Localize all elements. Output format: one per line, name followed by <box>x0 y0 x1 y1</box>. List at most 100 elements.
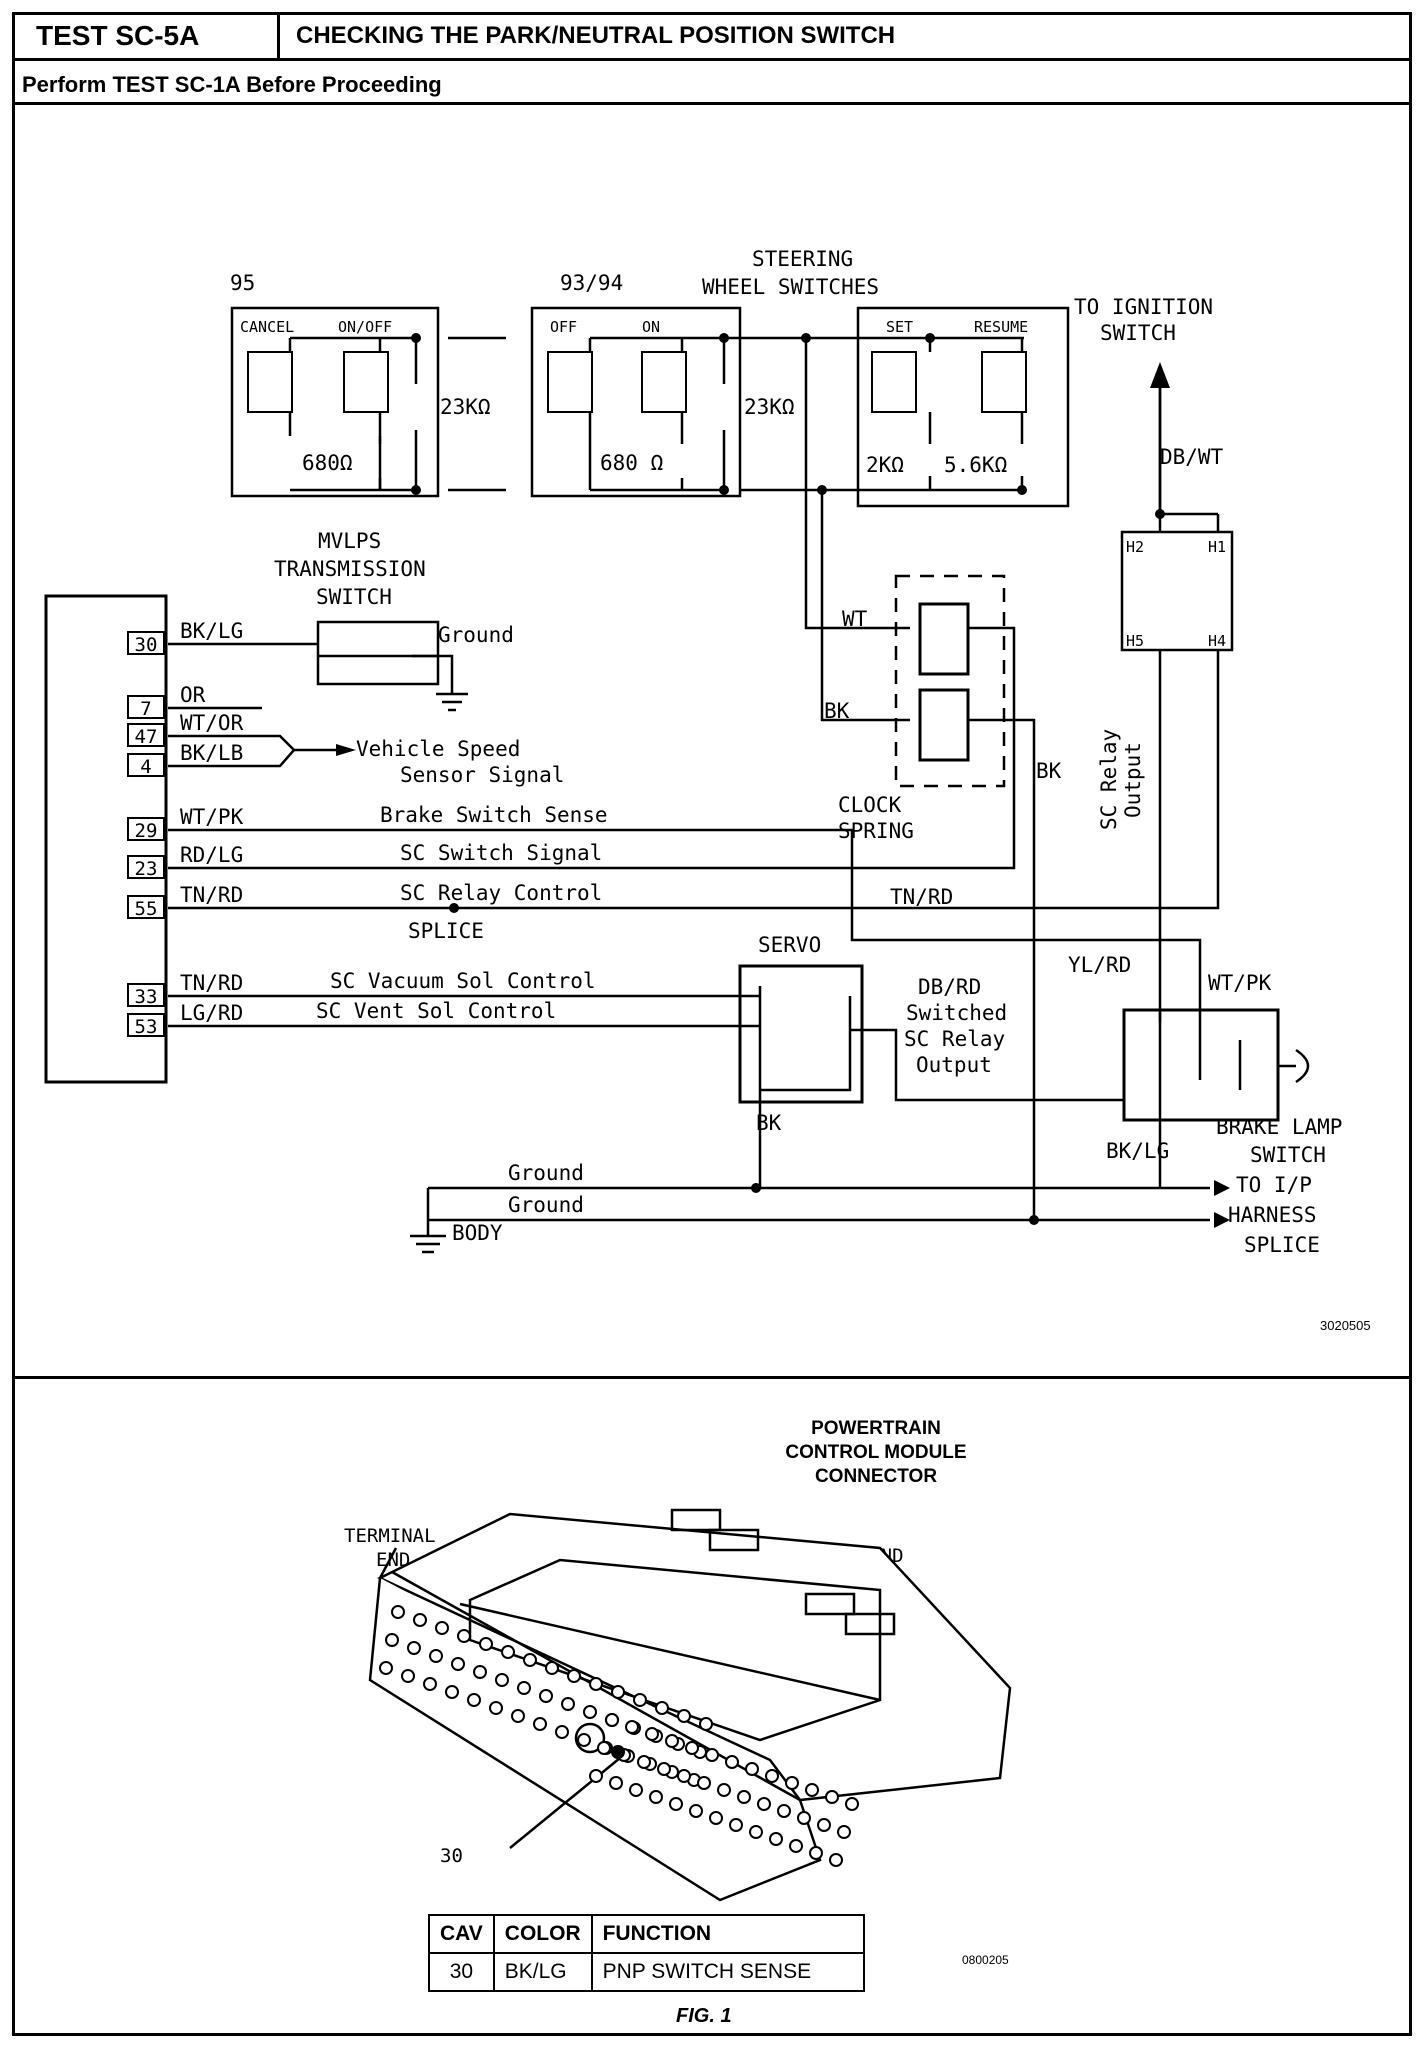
table-row: 30 BK/LG PNP SWITCH SENSE <box>428 1952 865 1992</box>
connector-title3: CONNECTOR <box>815 1466 937 1487</box>
test-title: CHECKING THE PARK/NEUTRAL POSITION SWITC… <box>296 22 896 49</box>
connector-pin <box>567 1669 581 1683</box>
relay-output-2: Output <box>1121 742 1145 818</box>
connector-pin <box>655 1701 669 1715</box>
connector-pin <box>689 1804 703 1818</box>
cavity-table: CAV COLOR FUNCTION 30 BK/LG PNP SWITCH S… <box>428 1914 865 1992</box>
section-divider <box>12 1376 1412 1379</box>
connector-pin <box>611 1745 625 1759</box>
cav-header: CAV <box>428 1914 495 1954</box>
subheader-divider <box>12 102 1412 105</box>
connector-pin <box>805 1783 819 1797</box>
connector-pins <box>379 1605 859 1867</box>
connector-pin <box>777 1804 791 1818</box>
pin-wire-color: WT/OR <box>180 711 244 735</box>
connector-pin <box>511 1709 525 1723</box>
connector-pin <box>401 1669 415 1683</box>
servo-label: SERVO <box>758 933 821 957</box>
tn-rd-label: TN/RD <box>890 885 953 909</box>
connector-pin <box>845 1797 859 1811</box>
relay-output-1: SC Relay <box>1097 729 1121 830</box>
header-divider <box>12 58 1412 61</box>
function-value: PNP SWITCH SENSE <box>590 1952 865 1992</box>
pin-box <box>127 723 165 747</box>
connector-pin <box>749 1825 763 1839</box>
connector-pin <box>785 1776 799 1790</box>
relay-h1: H1 <box>1208 538 1226 556</box>
connector-pin <box>583 1705 597 1719</box>
onoff-switch-icon <box>343 351 389 413</box>
connector-pin <box>825 1790 839 1804</box>
connector-pin <box>625 1720 639 1734</box>
db-rd-line3: SC Relay <box>904 1027 1005 1051</box>
connector-pin <box>829 1853 843 1867</box>
connector-pin <box>539 1689 553 1703</box>
pin-number: 33 <box>135 986 158 1008</box>
body-label: BODY <box>452 1221 503 1245</box>
pin-wire-color: RD/LG <box>180 843 243 867</box>
connector-pin <box>709 1811 723 1825</box>
switch-95-r1: 23KΩ <box>440 395 491 419</box>
connector-pin <box>577 1733 591 1747</box>
connector-pin <box>609 1776 623 1790</box>
pcm-connector-box <box>44 594 168 1084</box>
clock-spring-coil-2 <box>918 688 970 762</box>
terminal-label1: TERMINAL <box>344 1525 436 1547</box>
connector-pin <box>797 1811 811 1825</box>
pin-signal-label: SC Vacuum Sol Control <box>330 969 596 993</box>
connector-pin <box>391 1605 405 1619</box>
vss-line1: Vehicle Speed <box>356 737 520 761</box>
db-rd-line1: DB/RD <box>918 975 981 999</box>
clock-wt: WT <box>842 607 868 631</box>
pin-box <box>127 817 165 841</box>
sc-relay-box <box>1120 530 1234 652</box>
connector-pin <box>545 1661 559 1675</box>
connector-pin <box>501 1645 515 1659</box>
pin-number: 55 <box>135 898 158 920</box>
switch-95-label: 95 <box>230 271 255 295</box>
page-frame <box>12 12 1412 2036</box>
cavity-table-header: CAV COLOR FUNCTION <box>428 1914 865 1954</box>
connector-pin <box>423 1677 437 1691</box>
connector-pin <box>385 1633 399 1647</box>
ignition-arrow-icon <box>1150 362 1170 388</box>
pin-number: 53 <box>135 1016 158 1038</box>
pin-wire-color: TN/RD <box>180 883 243 907</box>
pin-box <box>127 695 165 719</box>
cancel-switch-icon <box>247 351 293 413</box>
pin-number: 23 <box>135 858 158 880</box>
pin-box <box>127 753 165 777</box>
connector-pin <box>737 1790 751 1804</box>
terminal-label2: END <box>376 1549 410 1571</box>
connector-pin <box>561 1697 575 1711</box>
connector-pin <box>685 1741 699 1755</box>
pin-number: 4 <box>140 756 151 778</box>
pin-signal-label: Brake Switch Sense <box>380 803 608 827</box>
pin-signal-label: SC Vent Sol Control <box>316 999 556 1023</box>
connector-pin <box>445 1685 459 1699</box>
pin-box <box>127 1013 165 1037</box>
pin-number: 29 <box>135 820 158 842</box>
steering-line2: WHEEL SWITCHES <box>702 275 879 299</box>
connector-pin <box>765 1769 779 1783</box>
off-switch-icon <box>547 351 593 413</box>
pin-wire-color: TN/RD <box>180 971 243 995</box>
connector-pin <box>589 1769 603 1783</box>
switch-9394-r1: 23KΩ <box>744 395 795 419</box>
connector-drawing <box>368 1508 1012 1902</box>
connector-pin <box>479 1637 493 1651</box>
fig-caption: FIG. 1 <box>676 2005 732 2027</box>
mvlps-ground: Ground <box>438 623 514 647</box>
wiring-lines <box>44 306 1310 1254</box>
connector-pin <box>637 1755 651 1769</box>
onoff-label: ON/OFF <box>338 318 392 336</box>
connector-pin <box>533 1717 547 1731</box>
connector-pin <box>629 1783 643 1797</box>
set-label: SET <box>886 318 913 336</box>
ground-arrow-1-icon <box>1214 1180 1230 1196</box>
pin-box <box>127 855 165 879</box>
steering-switch-box <box>856 306 1070 508</box>
db-rd-line2: Switched <box>906 1001 1007 1025</box>
